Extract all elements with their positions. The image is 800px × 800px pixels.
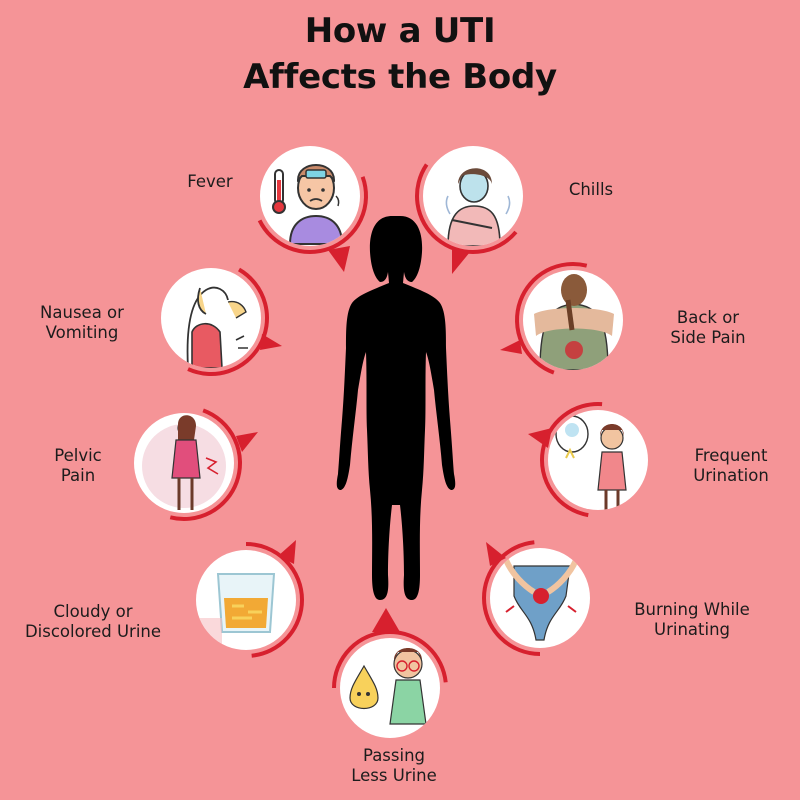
symptom-fever-badge xyxy=(252,138,368,272)
label-fever: Fever xyxy=(187,172,233,191)
title-line-1: How a UTI xyxy=(304,11,496,51)
label-pelvic-pain: Pelvic Pain xyxy=(54,446,102,485)
burning-pelvis-icon xyxy=(503,558,579,641)
shivering-person-icon xyxy=(445,168,511,246)
label-less-urine: Passing Less Urine xyxy=(351,746,437,785)
page-title: How a UTI Affects the Body xyxy=(0,8,800,100)
label-cloudy-urine: Cloudy or Discolored Urine xyxy=(24,602,162,641)
body-silhouette xyxy=(336,216,456,600)
title-line-2: Affects the Body xyxy=(243,57,557,97)
vomiting-person-icon xyxy=(186,286,248,368)
symptom-chills-badge xyxy=(415,138,531,274)
label-back-pain: Back or Side Pain xyxy=(670,308,746,347)
symptom-pelvic-pain-badge xyxy=(126,405,258,521)
back-pain-icon xyxy=(534,274,614,370)
symptom-less-urine-badge xyxy=(332,608,448,746)
label-frequent-urination: Frequent Urination xyxy=(693,446,769,485)
urine-drop-girl-icon xyxy=(349,648,427,725)
symptom-nausea-badge xyxy=(153,260,282,376)
symptom-back-pain-badge xyxy=(500,262,631,378)
label-nausea: Nausea or Vomiting xyxy=(40,303,124,342)
label-burning: Burning While Urinating xyxy=(634,600,750,639)
symptom-burning-badge xyxy=(482,540,598,656)
thermometer-fever-icon xyxy=(272,164,344,245)
symptom-cloudy-urine-badge xyxy=(188,540,304,658)
toilet-urge-icon xyxy=(555,415,627,510)
pelvic-pain-icon xyxy=(142,415,226,510)
label-chills: Chills xyxy=(568,180,614,199)
symptom-frequent-urination-badge xyxy=(528,402,656,518)
